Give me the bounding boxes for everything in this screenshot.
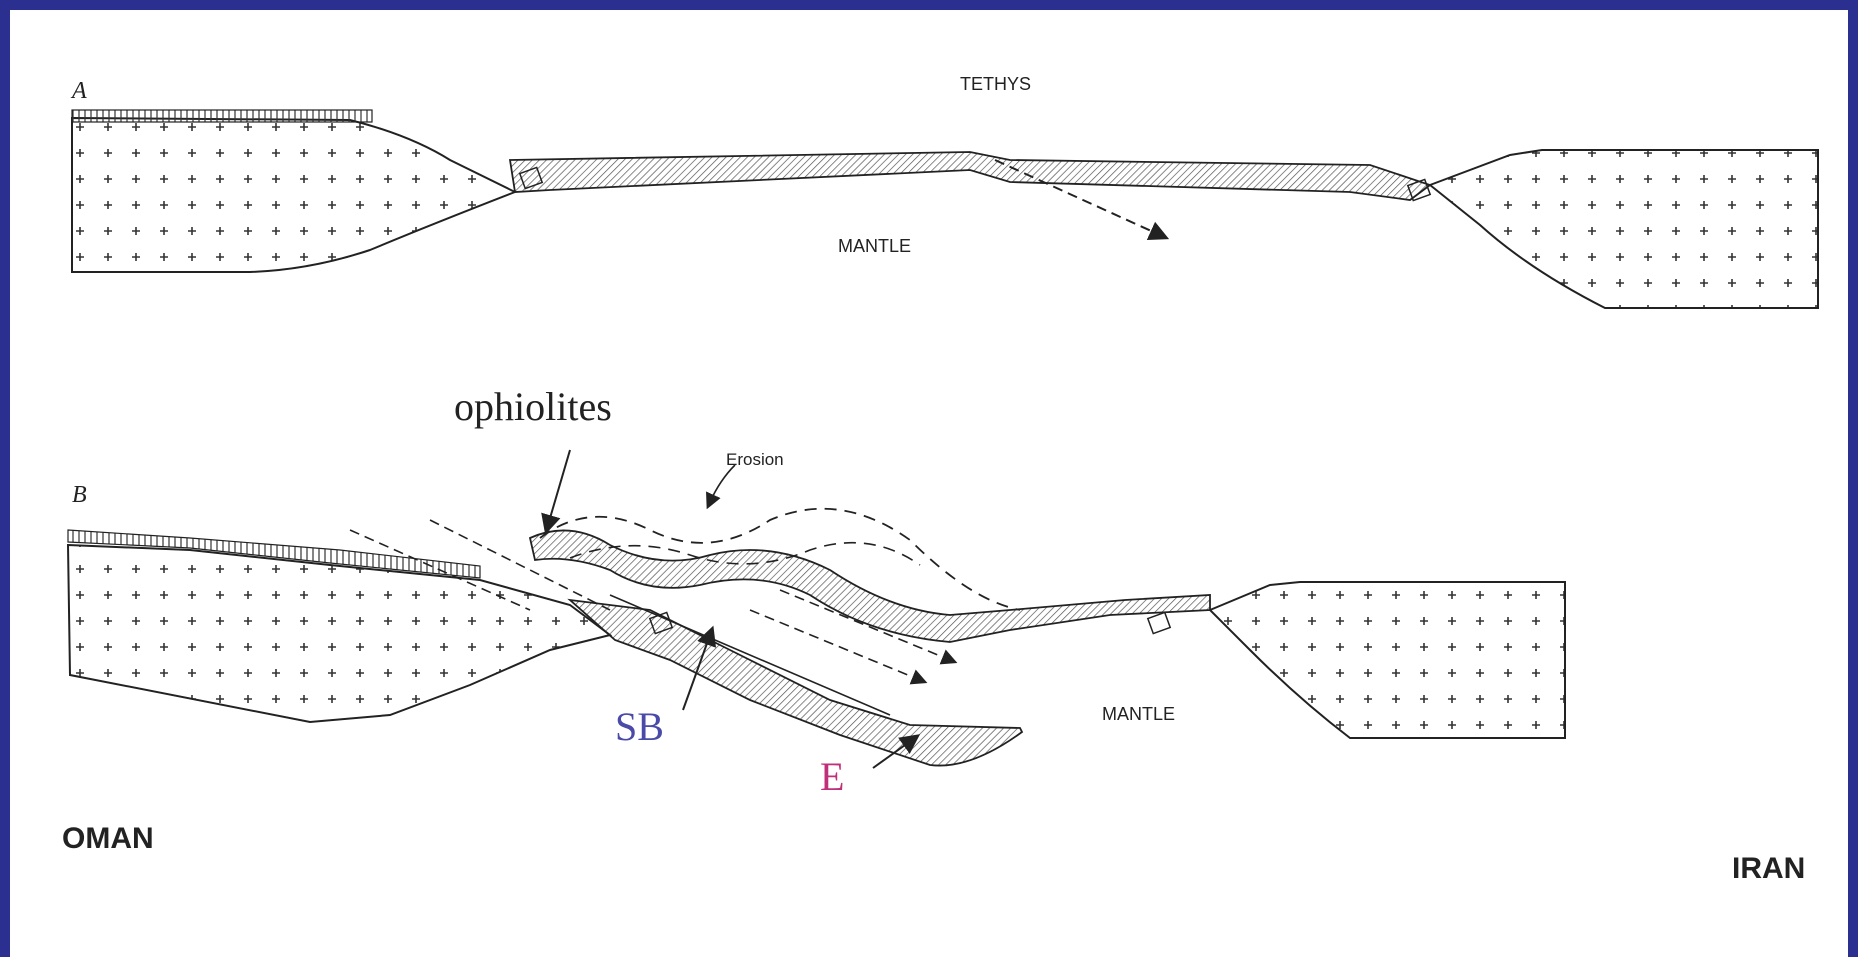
panel-a-west-sediment-cap bbox=[72, 110, 372, 122]
panel-b-east-continent bbox=[1210, 582, 1565, 738]
panel-b-west-continent bbox=[68, 545, 610, 722]
panel-b-ophiolites-label: ophiolites bbox=[454, 384, 612, 429]
panel-b-erosion-label: Erosion bbox=[726, 450, 784, 469]
panel-b-sb-label: SB bbox=[615, 704, 664, 749]
panel-a-letter: A bbox=[70, 78, 87, 104]
panel-a-east-continent bbox=[1430, 150, 1818, 308]
panel-b-mantle-label: MANTLE bbox=[1102, 704, 1175, 724]
iran-label: IRAN bbox=[1732, 852, 1805, 885]
panel-a-mantle-label: MANTLE bbox=[838, 236, 911, 256]
panel-a-tethys-label: TETHYS bbox=[960, 74, 1031, 94]
panel-b-block-east bbox=[1148, 612, 1170, 633]
panel-a-west-continent bbox=[72, 118, 515, 272]
panel-a: A TETHYS MANTLE bbox=[70, 74, 1818, 308]
panel-b: B ophiolites Erosion MANTLE SB E bbox=[68, 384, 1565, 799]
oman-label: OMAN bbox=[62, 822, 154, 855]
panel-a-oceanic-crust bbox=[510, 152, 1430, 200]
ophiolites-pointer bbox=[548, 450, 570, 525]
cross-section-diagram: A TETHYS MANTLE B ophiolites Ero bbox=[10, 10, 1848, 957]
panel-b-letter: B bbox=[72, 482, 87, 508]
slide-frame: A TETHYS MANTLE B ophiolites Ero bbox=[10, 10, 1848, 957]
panel-b-e-label: E bbox=[820, 754, 844, 799]
panel-b-erosion-pointer bbox=[710, 465, 735, 502]
